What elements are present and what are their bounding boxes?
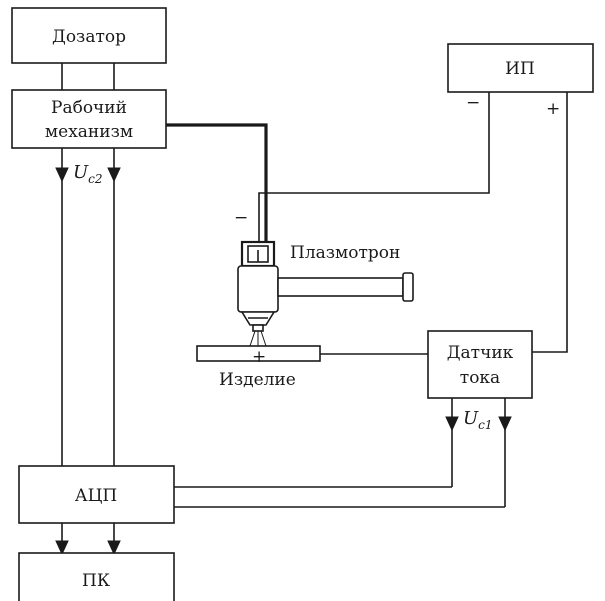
current-sensor-label-line1: Датчик — [447, 343, 514, 363]
torch-minus-sign: − — [234, 208, 248, 228]
mechanism-label-line2: механизм — [45, 122, 133, 142]
dozator-block: Дозатор — [11, 7, 167, 64]
uc1-label-main: U — [463, 408, 479, 429]
pc-label: ПК — [82, 571, 110, 591]
uc2-label: Uc2 — [73, 162, 103, 186]
uc1-arrow-left — [445, 416, 459, 432]
plasma-jet-left — [249, 330, 256, 347]
ps-minus-sign: − — [466, 93, 480, 113]
plasmatron-drawing — [237, 240, 414, 347]
current-sensor-label-line2: тока — [460, 368, 500, 388]
uc1-label-sub: c1 — [478, 418, 492, 432]
dozator-label: Дозатор — [52, 27, 126, 47]
uc2-label-sub: c2 — [88, 172, 102, 186]
uc2-arrow-right — [107, 167, 121, 183]
workpiece-plus-sign: + — [252, 347, 266, 367]
adc-pc-arrow-left — [55, 540, 69, 556]
ps-plus-sign: + — [546, 99, 560, 119]
pc-block: ПК — [18, 552, 175, 601]
uc1-label: Uc1 — [463, 408, 493, 432]
adc-block: АЦП — [18, 465, 175, 524]
uc1-arrow-right — [498, 416, 512, 432]
plasmatron-label: Плазмотрон — [290, 243, 400, 263]
workpiece-plate — [196, 345, 321, 362]
uc2-arrow-left — [55, 167, 69, 183]
adc-pc-arrow-right — [107, 540, 121, 556]
mechanism-label-line1: Рабочий — [51, 98, 127, 118]
power-supply-block: ИП — [447, 43, 594, 93]
power-supply-label: ИП — [505, 59, 535, 79]
ps-minus-wire — [258, 92, 490, 242]
feed-line — [166, 123, 268, 242]
workpiece-label: Изделие — [219, 370, 296, 390]
mechanism-block: Рабочий механизм — [11, 89, 167, 149]
ps-plus-wire — [532, 92, 568, 353]
uc2-label-main: U — [73, 162, 89, 183]
plasma-jet-right — [260, 330, 267, 347]
adc-label: АЦП — [75, 486, 118, 506]
current-sensor-block: Датчик тока — [427, 330, 533, 399]
